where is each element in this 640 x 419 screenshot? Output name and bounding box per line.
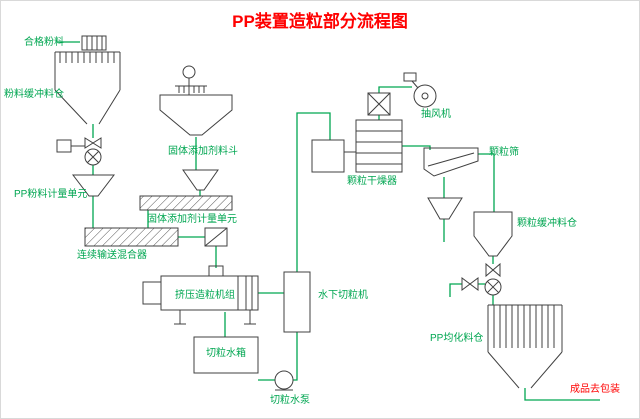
label-pp-powder-metering-unit: PP粉料计量单元 [14,187,87,200]
extruder-feed-inlet [208,265,224,277]
buffer-silo-discharge-valve [485,262,501,278]
label-powder-buffer-silo: 粉料缓冲料仓 [4,87,64,100]
label-exhaust-fan: 抽风机 [421,107,451,120]
label-continuous-conveying-mixer: 连续输送混合器 [77,248,147,261]
sieve-deck [427,152,475,167]
pellet-buffer-silo [473,211,513,257]
flow-product-out [524,388,600,401]
flow-sieve-to-buffer-silo [478,153,495,212]
additive-feed-funnel [182,169,219,191]
diagram-title: PP装置造粒部分流程图 [232,11,408,31]
flow-pump-to-pelletizer [293,332,298,381]
fan-icon [413,84,437,108]
dryer-exhaust-filter [367,92,391,116]
label-product-to-packaging: 成品去包装 [570,382,620,395]
label-qualified-powder: 合格粉料 [24,35,64,48]
label-solid-additive-metering: 固体添加剂计量单元 [147,212,237,225]
powder-discharge-valve [56,137,102,153]
silo-vent-filter [81,35,107,51]
label-pellet-water-tank: 切粒水箱 [206,346,246,359]
label-pellet-water-pump: 切粒水泵 [270,393,310,406]
fan-motor [403,72,417,82]
valve-actuator-box [56,139,72,153]
label-pellet-sieve: 颗粒筛 [489,145,519,158]
label-extrusion-pelletizing-unit: 挤压造粒机组 [175,288,235,301]
pellet-water-pump [274,370,294,391]
dryer-feed-box [311,139,356,173]
pellet-sieve [423,147,479,177]
label-underwater-pelletizer: 水下切粒机 [318,288,368,301]
powder-buffer-silo [54,35,121,125]
sieve-underflow-funnel [427,197,463,220]
label-pellet-dryer: 颗粒干燥器 [347,174,397,187]
solid-additive-metering-unit [139,195,233,211]
flow-branch-line [449,283,485,297]
label-solid-additive-hopper: 固体添加剂料斗 [168,144,238,157]
label-pp-homogenizing-silo: PP均化料仓 [430,331,483,344]
powder-metering-hopper [71,174,116,197]
pellet-water-tank [193,336,259,374]
flow-filter-to-fan [378,86,412,93]
flow-pelletizer-to-dryer [296,112,331,272]
solid-additive-hopper [159,65,233,136]
continuous-conveying-mixer [84,227,179,247]
pellet-dryer [355,119,403,173]
agitator-motor-icon [182,65,196,79]
underwater-pelletizer [283,271,311,333]
label-pellet-buffer-silo: 颗粒缓冲料仓 [517,216,577,229]
pump-icon [274,370,294,390]
extruder-legs [174,310,256,325]
buffer-rotary-valve [484,278,502,296]
exhaust-fan [403,72,437,108]
flow-lines [57,41,600,401]
diverter-box [204,227,228,247]
branch-valve [461,277,479,291]
rotary-feeder-valve [84,148,102,166]
extruder-gearbox [142,281,162,305]
extrusion-pelletizing-unit [142,265,259,325]
pp-homogenizing-silo [487,304,563,389]
flow-dryer-to-sieve [402,145,431,150]
